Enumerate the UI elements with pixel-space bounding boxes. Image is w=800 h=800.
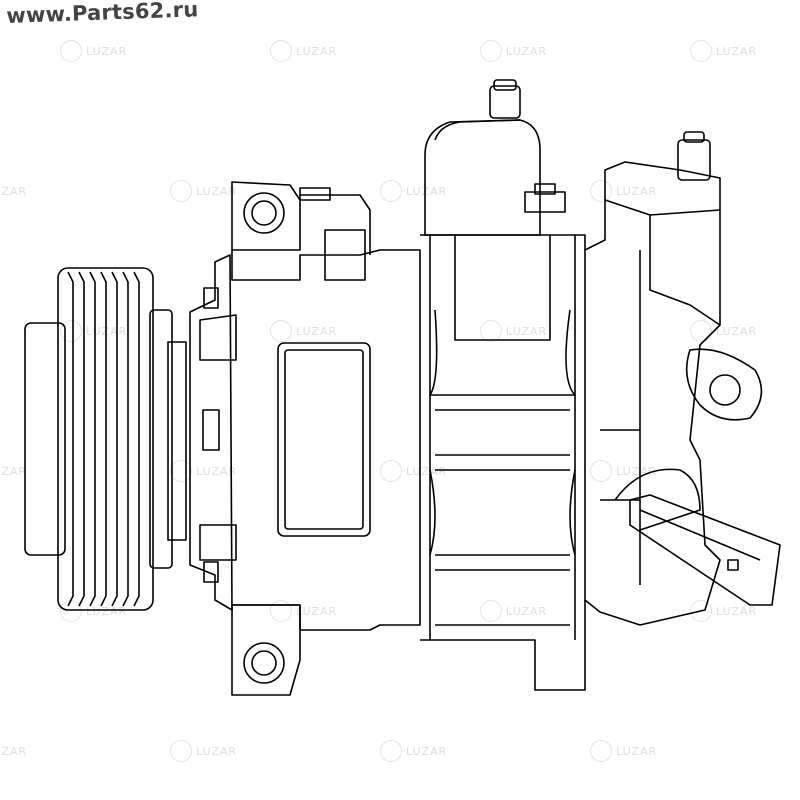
luzar-logo-icon: [60, 320, 82, 342]
top-port: [424, 79, 566, 236]
luzar-logo-icon: [170, 740, 192, 762]
luzar-logo-icon: [170, 180, 192, 202]
luzar-watermark: LUZAR: [270, 40, 337, 62]
watermark-text: LUZAR: [716, 324, 758, 338]
luzar-watermark: LUZAR: [690, 40, 757, 62]
luzar-logo-icon: [60, 40, 82, 62]
luzar-watermark: LUZAR: [690, 320, 757, 342]
pulley-groove: [133, 271, 140, 607]
watermark-text: LUZAR: [0, 184, 28, 198]
pulley-groove: [78, 271, 85, 607]
luzar-logo-icon: [380, 740, 402, 762]
luzar-watermark: LUZAR: [0, 180, 27, 202]
luzar-logo-icon: [380, 460, 402, 482]
watermark-text: LUZAR: [196, 464, 238, 478]
luzar-watermark: LUZAR: [480, 320, 547, 342]
watermark-text: LUZAR: [716, 44, 758, 58]
luzar-watermark: LUZAR: [170, 460, 237, 482]
luzar-logo-icon: [480, 40, 502, 62]
luzar-logo-icon: [690, 600, 712, 622]
watermark-text: LUZAR: [506, 44, 548, 58]
watermark-text: LUZAR: [196, 184, 238, 198]
pulley-groove: [100, 271, 107, 607]
luzar-logo-icon: [480, 600, 502, 622]
watermark-text: LUZAR: [406, 464, 448, 478]
watermark-text: LUZAR: [296, 44, 338, 58]
luzar-logo-icon: [690, 320, 712, 342]
watermark-text: LUZAR: [406, 744, 448, 758]
luzar-watermark: LUZAR: [0, 460, 27, 482]
watermark-text: LUZAR: [196, 744, 238, 758]
luzar-watermark: LUZAR: [380, 460, 447, 482]
watermark-text: LUZAR: [0, 744, 28, 758]
luzar-logo-icon: [590, 460, 612, 482]
luzar-watermark: LUZAR: [380, 740, 447, 762]
watermark-text: LUZAR: [506, 324, 548, 338]
watermark-text: LUZAR: [716, 604, 758, 618]
luzar-watermark: LUZAR: [0, 740, 27, 762]
watermark-text: LUZAR: [616, 184, 658, 198]
luzar-logo-icon: [270, 320, 292, 342]
luzar-watermark: LUZAR: [690, 600, 757, 622]
watermark-text: LUZAR: [616, 744, 658, 758]
watermark-text: LUZAR: [86, 604, 128, 618]
luzar-watermark: LUZAR: [590, 740, 657, 762]
pulley-groove: [89, 271, 96, 607]
pulley-groove: [122, 271, 129, 607]
watermark-text: LUZAR: [86, 44, 128, 58]
luzar-watermark: LUZAR: [380, 180, 447, 202]
front-housing: [189, 254, 237, 611]
watermark-text: LUZAR: [0, 464, 28, 478]
luzar-watermark: LUZAR: [170, 180, 237, 202]
luzar-watermark: LUZAR: [270, 320, 337, 342]
luzar-watermark: LUZAR: [480, 600, 547, 622]
luzar-logo-icon: [380, 180, 402, 202]
pulley-groove: [67, 271, 74, 607]
pulley-groove: [111, 271, 118, 607]
watermark-text: LUZAR: [296, 324, 338, 338]
luzar-logo-icon: [270, 40, 292, 62]
luzar-watermark: LUZAR: [590, 180, 657, 202]
luzar-logo-icon: [480, 320, 502, 342]
cylinder-section: [420, 234, 586, 691]
luzar-logo-icon: [590, 180, 612, 202]
watermark-text: LUZAR: [296, 604, 338, 618]
luzar-logo-icon: [590, 740, 612, 762]
watermark-text: LUZAR: [406, 184, 448, 198]
luzar-logo-icon: [690, 40, 712, 62]
luzar-logo-icon: [270, 600, 292, 622]
rear-head: [584, 131, 781, 626]
main-body: [231, 181, 421, 696]
luzar-watermark: LUZAR: [60, 40, 127, 62]
luzar-logo-icon: [170, 460, 192, 482]
pulley: [24, 267, 187, 611]
luzar-watermark: LUZAR: [270, 600, 337, 622]
luzar-watermark: LUZAR: [170, 740, 237, 762]
watermark-text: LUZAR: [506, 604, 548, 618]
luzar-watermark: LUZAR: [480, 40, 547, 62]
